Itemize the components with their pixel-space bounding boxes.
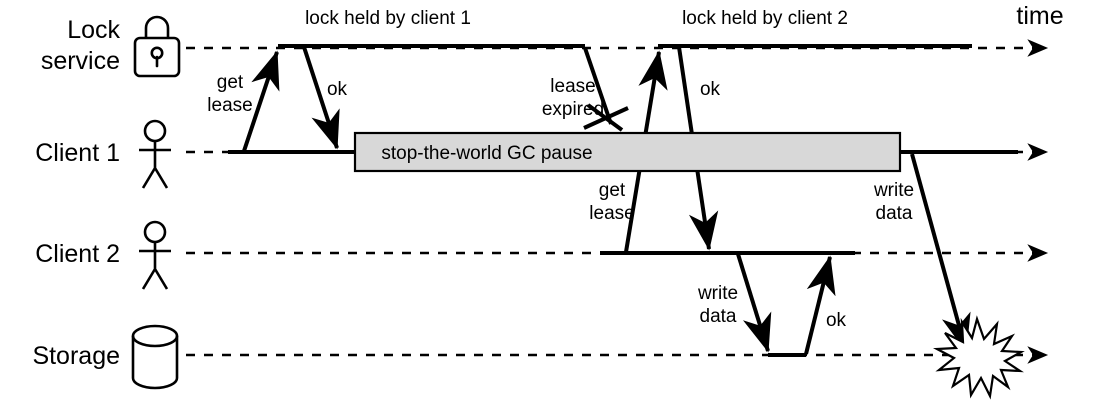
person-icon-client-2: [139, 220, 171, 290]
msg-label-ok-storage-to-client2: ok: [826, 310, 847, 331]
lane-label-lock-service-line2: service: [41, 47, 120, 75]
database-cylinder-icon: [131, 324, 179, 390]
msg-label-write-data-client2-line1: write: [697, 283, 738, 304]
lane-label-client-2: Client 2: [35, 240, 120, 268]
msg-label-get-lease-client1-line2: lease: [207, 95, 252, 116]
padlock-icon: [133, 15, 181, 78]
arrow-get-lease-client1: [242, 50, 280, 152]
phase-label-lock-held-client-1: lock held by client 1: [305, 8, 471, 29]
lane-label-client-1: Client 1: [35, 139, 120, 167]
arrow-lease-expired: [583, 47, 613, 125]
msg-label-get-lease-client1-line1: get: [217, 72, 244, 93]
lifeline-lock-service: [186, 39, 1049, 57]
msg-label-lease-expired-line1: lease: [550, 76, 595, 97]
arrow-write-data-client2: [736, 253, 772, 353]
msg-label-get-lease-client2-line1: get: [599, 180, 626, 201]
conflict-burst-icon: [932, 315, 1025, 400]
msg-label-write-data-client1-line2: data: [876, 203, 913, 224]
msg-label-write-data-client2-line2: data: [700, 306, 737, 327]
msg-label-write-data-client1-line1: write: [873, 180, 914, 201]
time-axis-label: time: [1016, 2, 1063, 30]
msg-label-ok-lock-to-client1: ok: [327, 79, 348, 100]
msg-label-lease-expired-line2: expired: [542, 99, 604, 120]
gc-pause-box: stop-the-world GC pause: [353, 131, 902, 173]
person-icon-client-1: [139, 119, 171, 189]
arrow-write-data-client1: [910, 153, 971, 353]
lane-label-lock-service-line1: Lock: [67, 16, 120, 44]
phase-label-lock-held-client-2: lock held by client 2: [682, 8, 848, 29]
msg-label-get-lease-client2-line2: lease: [589, 203, 634, 224]
gc-pause-label: stop-the-world GC pause: [381, 143, 592, 164]
msg-label-ok-lock-to-client2: ok: [700, 79, 721, 100]
lane-label-storage: Storage: [32, 342, 120, 370]
lease-expired-cross-icon: [583, 103, 629, 132]
arrow-ok-lock-to-client1: [302, 46, 340, 150]
arrow-ok-storage-to-client2: [804, 255, 836, 355]
